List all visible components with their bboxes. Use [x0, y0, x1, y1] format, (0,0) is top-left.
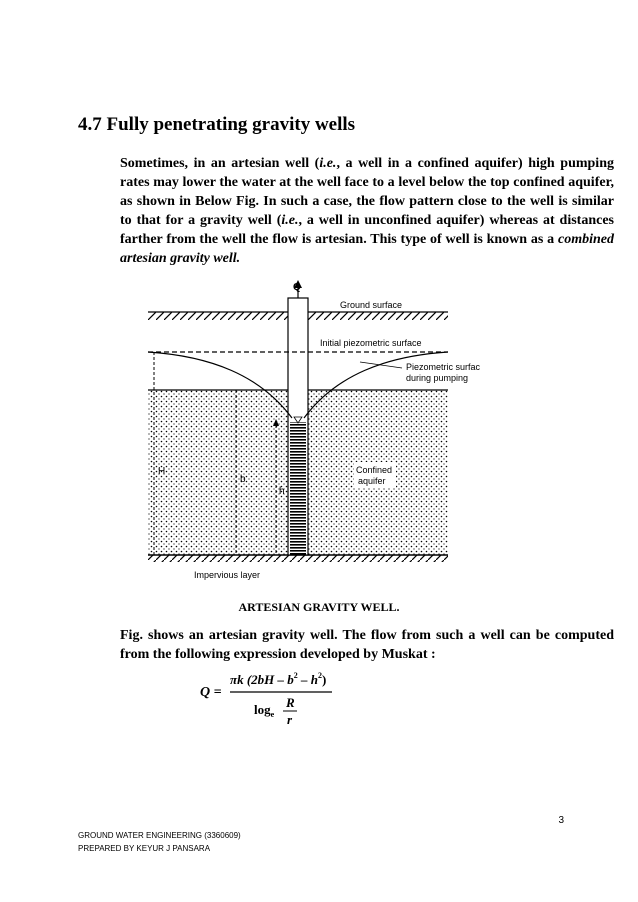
- ground-surface-label: Ground surface: [340, 300, 402, 310]
- ground-hatch-right: [308, 312, 448, 320]
- q-label: Q: [293, 282, 301, 293]
- intro-paragraph: Sometimes, in an artesian well (i.e., a …: [120, 156, 614, 266]
- artesian-gravity-well-figure: Q Ground surface Initial piezometric sur…: [147, 280, 480, 580]
- section-heading: 4.7 Fully penetrating gravity wells: [78, 114, 356, 135]
- formula-numerator: πk (2bH – b2 – h2): [230, 671, 326, 687]
- ground-hatch-left: [148, 312, 288, 320]
- drawdown-curve-right: [303, 351, 449, 419]
- h-lower-label: h: [279, 486, 285, 497]
- page-footer: GROUND WATER ENGINEERING (3360609) PREPA…: [78, 829, 241, 855]
- initial-piezometric-label: Initial piezometric surface: [320, 338, 422, 348]
- formula-lhs: Q =: [200, 685, 222, 700]
- b-label: b: [240, 474, 246, 485]
- piezometric-pumping-label-2: during pumping: [406, 373, 468, 383]
- confined-aquifer-left: [148, 390, 288, 555]
- well-screen: [290, 422, 306, 555]
- h-upper-label: H: [158, 466, 165, 477]
- confined-aquifer-label: Confined: [356, 465, 392, 475]
- footer-author: PREPARED BY KEYUR J PANSARA: [78, 844, 211, 853]
- formula-log: loge: [254, 702, 275, 719]
- confined-aquifer-label-2: aquifer: [358, 476, 386, 486]
- formula-R: R: [285, 695, 295, 710]
- page-number: 3: [558, 815, 564, 826]
- figure-caption: ARTESIAN GRAVITY WELL.: [238, 600, 400, 614]
- impervious-layer-label: Impervious layer: [194, 570, 260, 580]
- formula-r: r: [287, 712, 293, 727]
- muskat-formula: Q = πk (2bH – b2 – h2) loge R r: [200, 671, 332, 727]
- muskat-paragraph: Fig. shows an artesian gravity well. The…: [120, 628, 614, 662]
- impervious-hatch: [148, 555, 448, 562]
- footer-course: GROUND WATER ENGINEERING (3360609): [78, 831, 241, 840]
- piezometric-pumping-label: Piezometric surface: [406, 362, 480, 372]
- drawdown-curve-left: [147, 351, 293, 419]
